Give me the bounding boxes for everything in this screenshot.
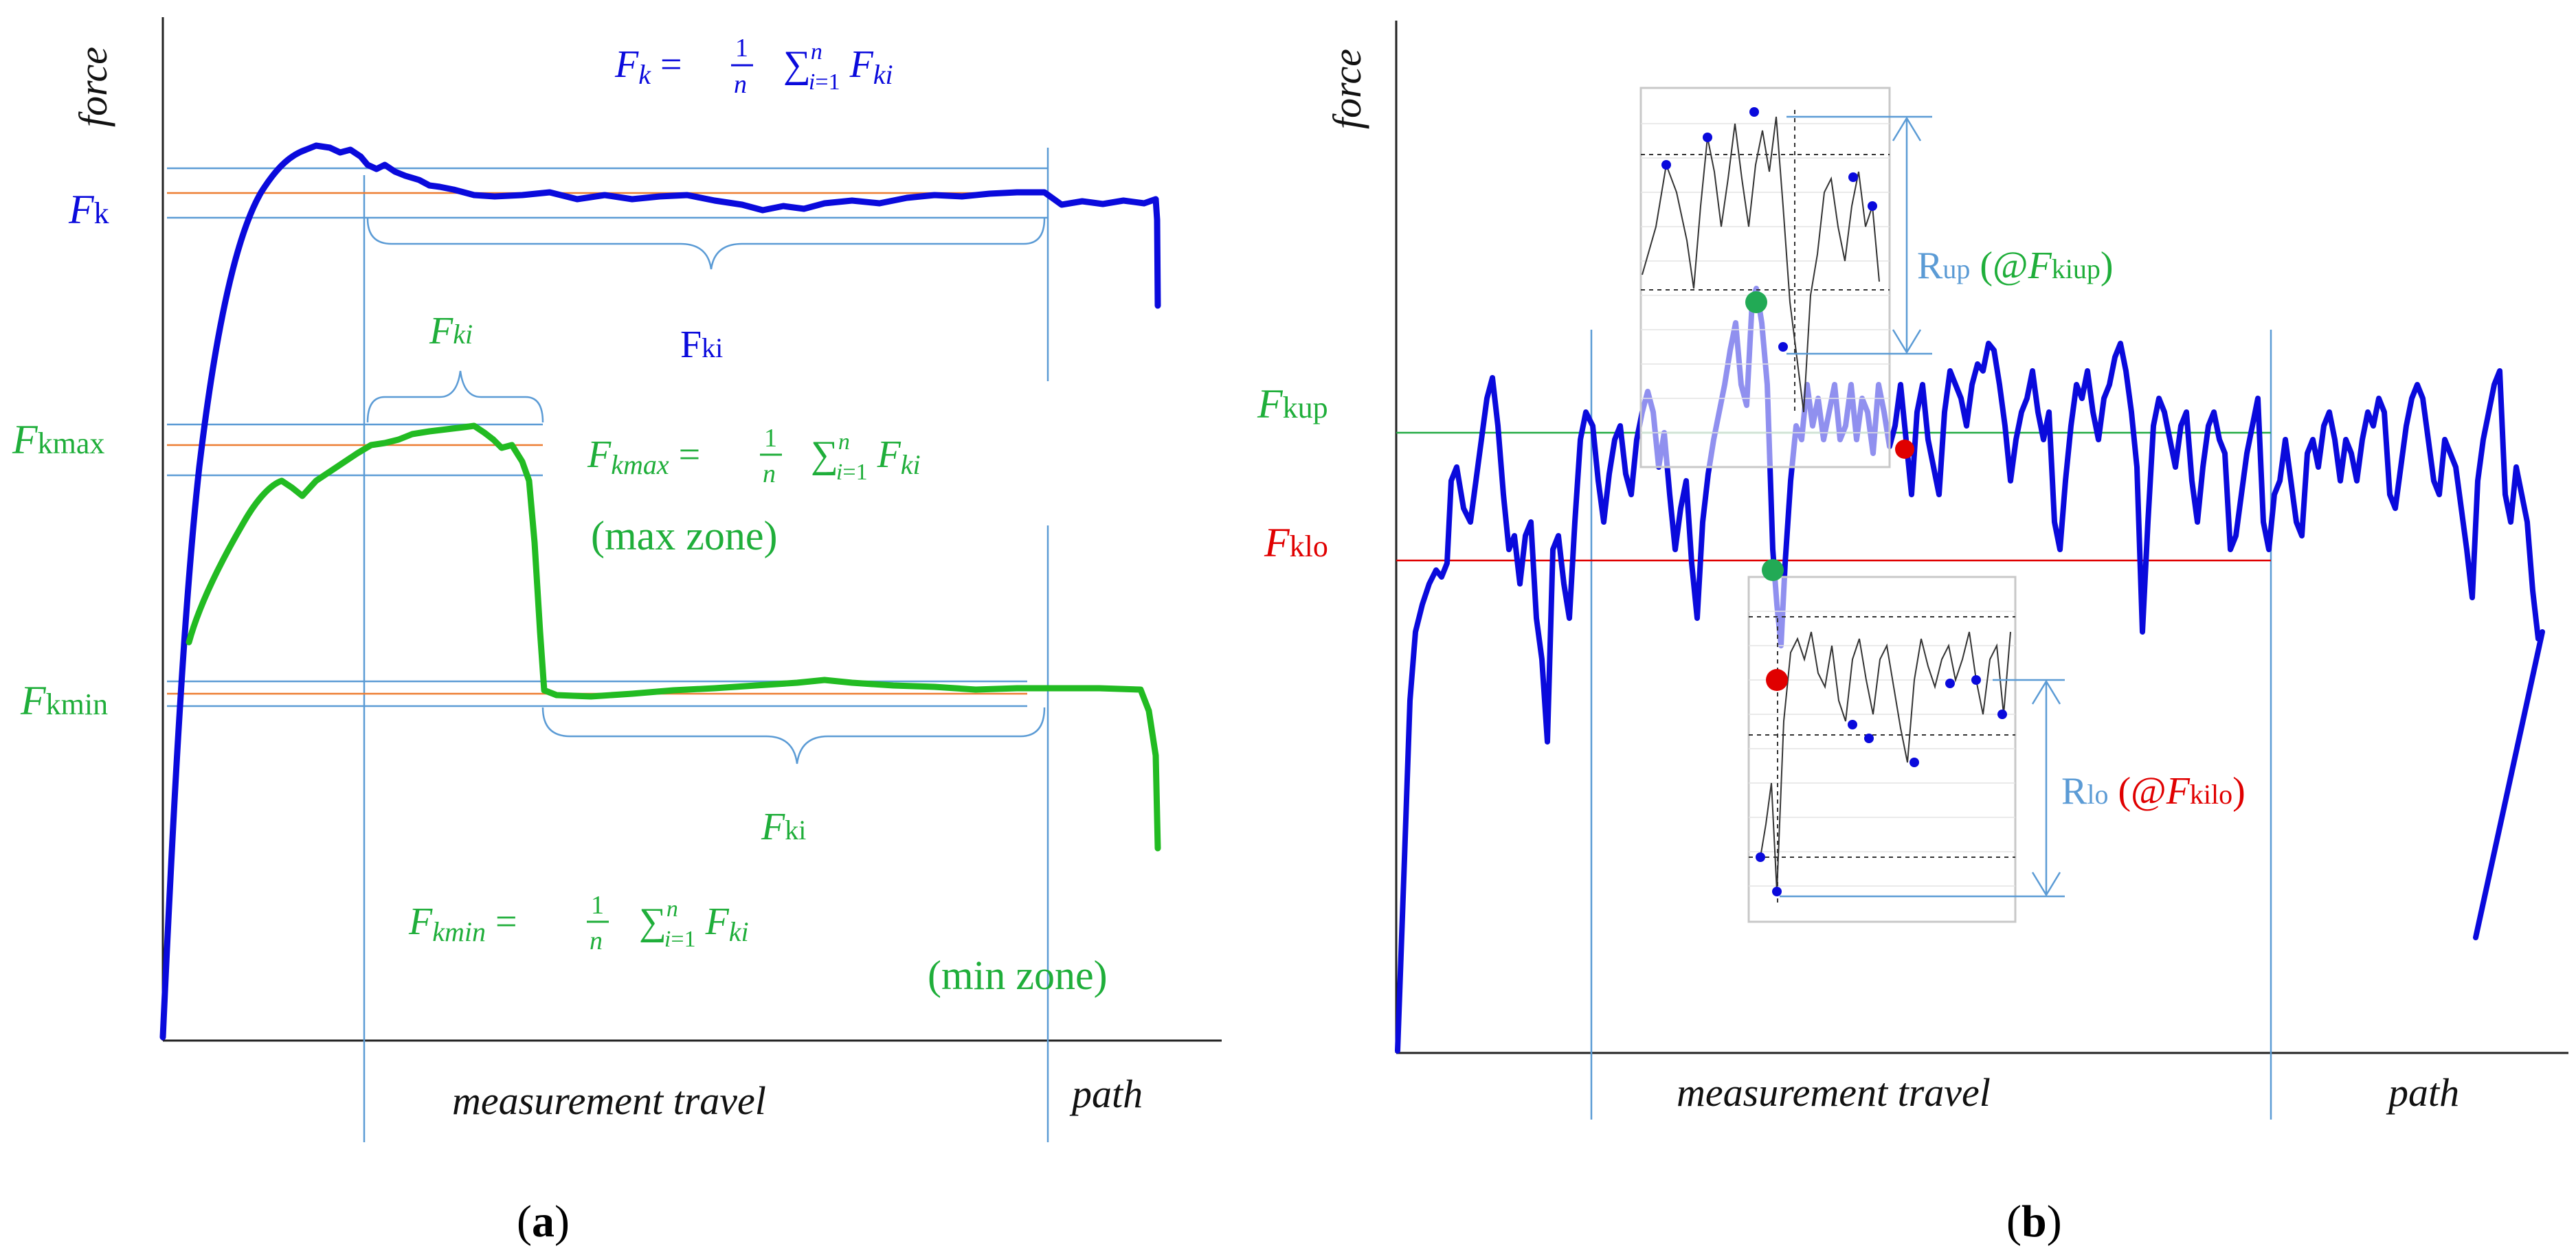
- svg-text:1: 1: [591, 891, 604, 920]
- panel-a-fkmax-label: Fkmax: [12, 417, 104, 462]
- panel-a-path-label: path: [1069, 1071, 1143, 1116]
- panel-a-fki-green-upper-label: Fki: [429, 310, 473, 352]
- svg-text:1: 1: [735, 34, 748, 63]
- panel-b-x-axis-label: measurement travel: [1677, 1070, 1991, 1115]
- panel-b-upper-inset: [1639, 87, 1932, 468]
- panel-b-rlo-label: Rlo (@Fkilo): [2061, 770, 2245, 813]
- panel-a-max-zone-label: (max zone): [591, 513, 778, 558]
- panel-a-fkmin-label: Fkmin: [20, 678, 108, 723]
- panel-b-fkup-label: Fkup: [1257, 381, 1328, 427]
- svg-text:Fk =: Fk =: [614, 43, 682, 90]
- panel-a-fki-green-upper-brace: [366, 370, 544, 423]
- svg-text:n: n: [734, 70, 747, 99]
- panel-a-fk-label: Fk: [68, 187, 109, 232]
- svg-text:1: 1: [764, 424, 777, 453]
- panel-b-blue-force-curve: [1395, 286, 2545, 1054]
- panel-b-lower-red-dot: [1766, 669, 1788, 691]
- panel-b-caption: (b): [2006, 1196, 2062, 1247]
- panel-a-fki-blue-label: Fki: [680, 324, 723, 366]
- panel-b-y-axis-label: force: [1325, 49, 1369, 129]
- svg-text:n: n: [590, 927, 603, 955]
- svg-text:Fkmin =: Fkmin =: [408, 900, 517, 947]
- panel-a-blue-force-curve: [159, 142, 1161, 1041]
- panel-a-y-axis-label: force: [71, 47, 115, 127]
- panel-a-fki-blue-brace: [366, 218, 1046, 270]
- panel-a-fki-green-lower-label: Fki: [761, 806, 806, 848]
- panel-a-fki-green-lower-brace: [541, 707, 1046, 764]
- panel-a-min-zone-label: (min zone): [928, 953, 1108, 998]
- panel-b: force measurement travel path Fkup Fklo …: [1257, 21, 2568, 1247]
- svg-text:Fkmax =: Fkmax =: [587, 433, 700, 480]
- panel-b-upper-green-dot: [1745, 291, 1767, 313]
- panel-b-rup-label: Rup (@Fkiup): [1917, 245, 2114, 287]
- panel-b-lower-green-dot: [1762, 559, 1784, 581]
- panel-b-upper-red-dot: [1895, 440, 1914, 459]
- panel-b-path-label: path: [2386, 1070, 2459, 1115]
- svg-text:n: n: [763, 460, 776, 488]
- panel-a-green-force-curve: [186, 422, 1161, 852]
- panel-b-lower-inset: [1747, 576, 2065, 923]
- panel-a-caption: (a): [517, 1196, 570, 1247]
- panel-a: force measurement travel path Fk Fkmax F…: [12, 17, 1222, 1247]
- panel-a-x-axis-label: measurement travel: [452, 1078, 766, 1123]
- panel-b-fklo-label: Fklo: [1264, 520, 1328, 565]
